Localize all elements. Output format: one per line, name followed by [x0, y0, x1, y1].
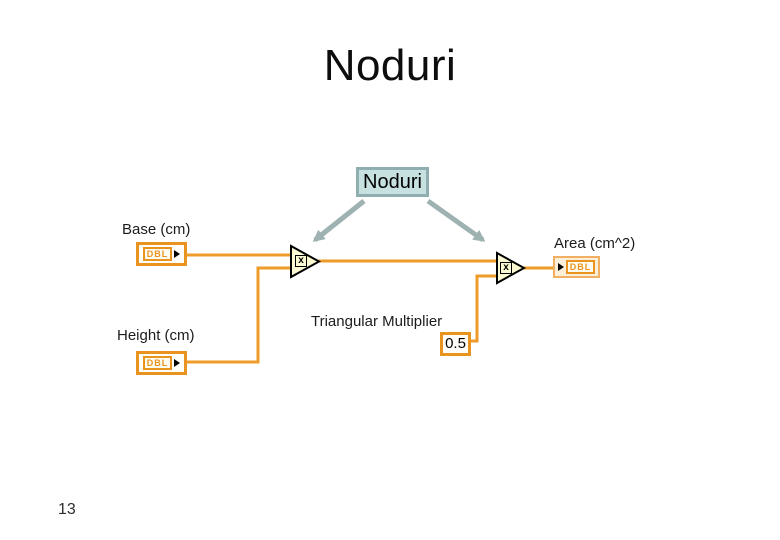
constant-value: 0.5: [445, 335, 466, 352]
dbl-type-badge: DBL: [142, 247, 173, 261]
dbl-type-badge: DBL: [142, 356, 173, 370]
multiply-node-2: [496, 251, 527, 285]
callout-label: Noduri: [363, 171, 422, 193]
constant-label: Triangular Multiplier: [311, 313, 443, 330]
callout-arrow-left: [312, 199, 366, 242]
base-control-terminal: DBL: [136, 242, 187, 266]
multiply-symbol-2: x: [500, 262, 512, 274]
page-title: Noduri: [323, 41, 457, 90]
input-arrow-icon: [557, 263, 564, 271]
multiply-symbol-1: x: [295, 255, 307, 267]
dbl-type-badge: DBL: [565, 260, 596, 274]
callout-box: Noduri: [356, 167, 429, 197]
callout-arrow-right: [426, 198, 486, 243]
height-control-label: Height (cm): [117, 327, 195, 344]
output-arrow-icon: [174, 359, 181, 367]
wire-height-to-multiply1: [185, 266, 292, 364]
wire-constant-to-multiply2: [471, 274, 498, 343]
base-control-label: Base (cm): [122, 221, 191, 238]
page-number: 13: [58, 501, 76, 518]
height-control-terminal: DBL: [136, 351, 187, 375]
constant-value-box: 0.5: [440, 332, 471, 356]
multiply-node-1: [290, 244, 322, 279]
area-indicator-terminal: DBL: [553, 256, 600, 278]
area-indicator-label: Area (cm^2): [554, 235, 636, 252]
output-arrow-icon: [174, 250, 181, 258]
